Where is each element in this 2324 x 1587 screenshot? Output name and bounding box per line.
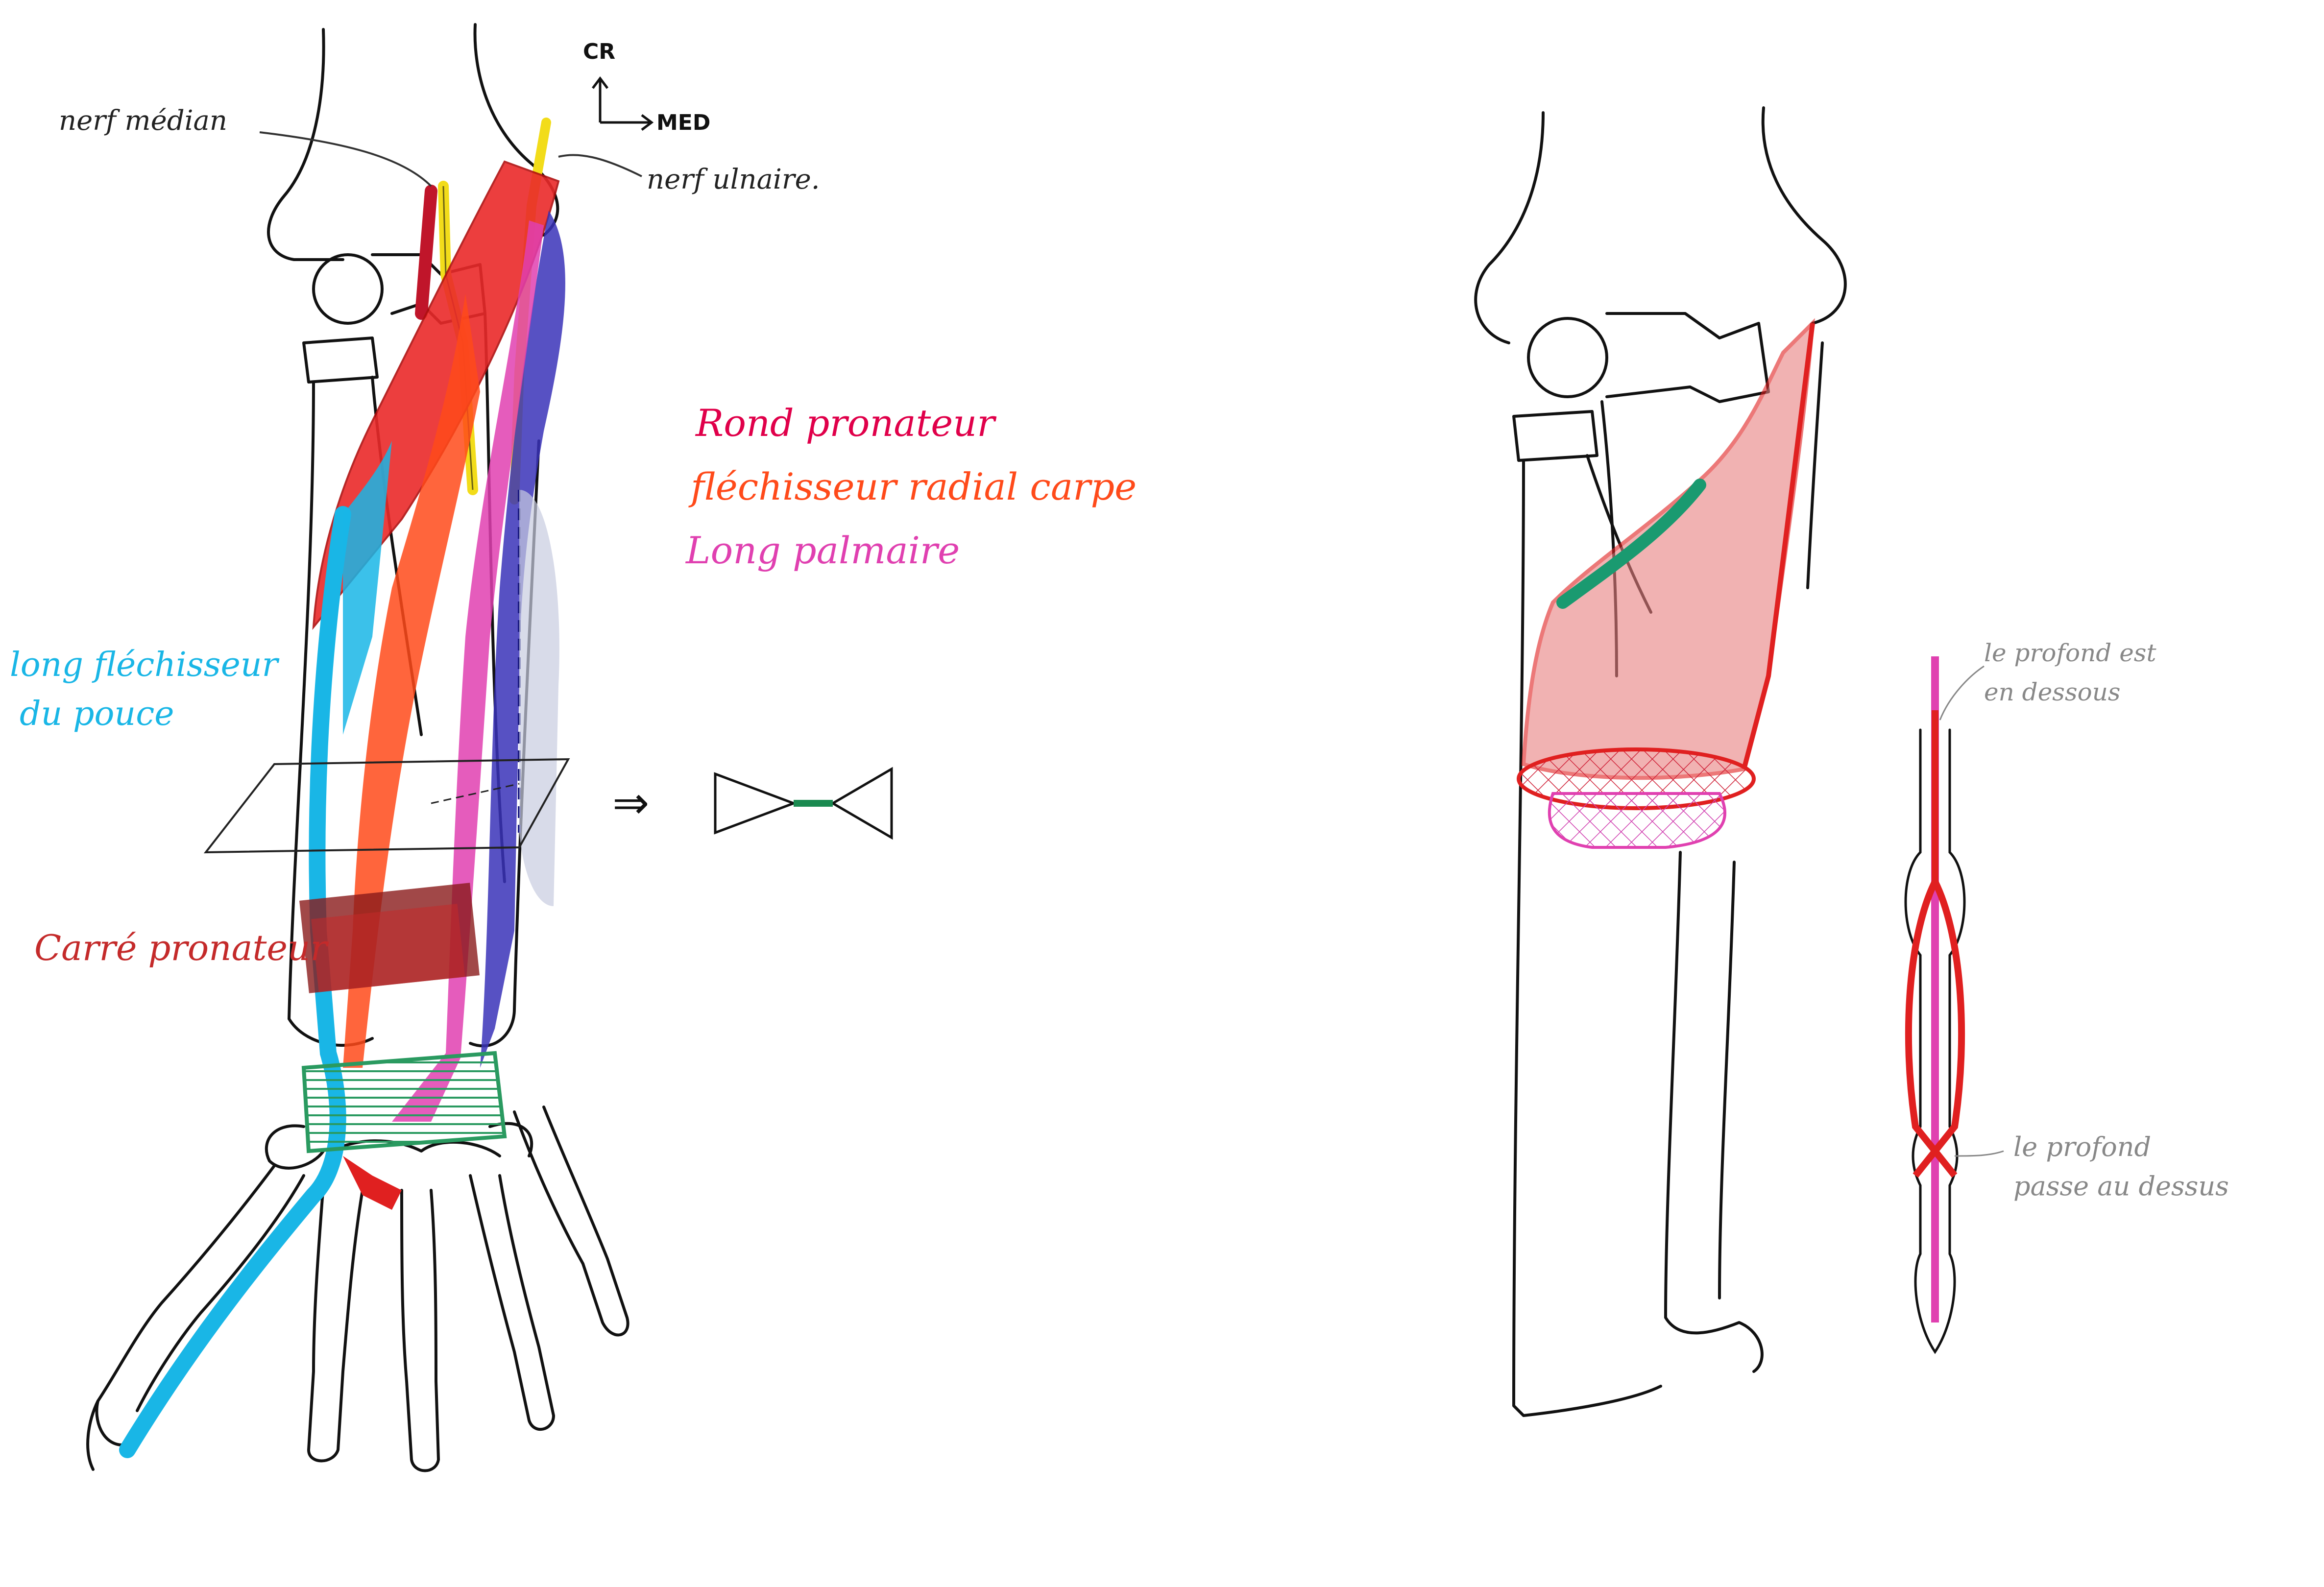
label-profond-dessus-1: le profond: [2013, 1131, 2151, 1162]
middle-finger: [400, 1189, 440, 1472]
capitulum-right: [1527, 317, 1608, 398]
ulna-shaft-right: [1600, 341, 1824, 1373]
label-nerf-median: nerf médian: [59, 105, 227, 137]
right-forearm-figure: [1474, 106, 1847, 1417]
palmaris-longus-muscle: [392, 220, 544, 1122]
thumb-bones: [86, 1164, 305, 1471]
label-long-flechisseur-1: long fléchisseur: [10, 646, 280, 684]
brachial-artery: [415, 185, 437, 320]
label-profond-dessous-1: le profond est: [1984, 639, 2156, 667]
interosseous-attachment: [1556, 479, 1706, 609]
ulnar-nerve-leader: [558, 154, 642, 177]
flexor-retinaculum: [301, 1051, 507, 1154]
label-flechisseur-radial-carpe: fléchisseur radial carpe: [688, 465, 1137, 508]
orientation-indicator: [592, 76, 654, 131]
little-finger: [513, 1106, 629, 1337]
superficial-flexor-tendon: [1905, 710, 1965, 1178]
median-nerve-leader: [259, 131, 432, 187]
label-long-palmaire: Long palmaire: [685, 529, 960, 572]
label-profond-dessus-2: passe au dessus: [2013, 1171, 2229, 1202]
radial-artery-distal: [343, 1156, 402, 1210]
label-long-flechisseur-2: du pouce: [20, 695, 174, 733]
capitulum: [312, 253, 384, 325]
ring-finger: [469, 1174, 555, 1431]
label-nerf-ulnaire: nerf ulnaire.: [647, 164, 820, 195]
trochlea-right: [1605, 312, 1770, 403]
implies-arrow: ⇒: [612, 777, 649, 829]
pronator-teres-right: [1521, 318, 1815, 780]
cross-section-bowtie: [714, 767, 893, 840]
muscle-section-pink: [1548, 792, 1726, 849]
radius-head-right: [1512, 410, 1598, 462]
flexor-carpi-radialis-muscle: [343, 294, 480, 1068]
label-rond-pronateur: Rond pronateur: [695, 401, 997, 445]
label-carre-pronateur: Carré pronateur: [34, 927, 329, 968]
humerus-outline: [267, 23, 559, 261]
radius-head: [302, 337, 379, 384]
orientation-med: MED: [656, 110, 710, 135]
section-plane: [203, 758, 570, 854]
orientation-cr: CR: [583, 39, 615, 64]
index-finger: [307, 1184, 364, 1463]
ulnar-flexor-muscle: [480, 211, 565, 1068]
humerus-outline-right: [1474, 106, 1847, 344]
label-profond-dessous-2: en dessous: [1984, 678, 2121, 706]
